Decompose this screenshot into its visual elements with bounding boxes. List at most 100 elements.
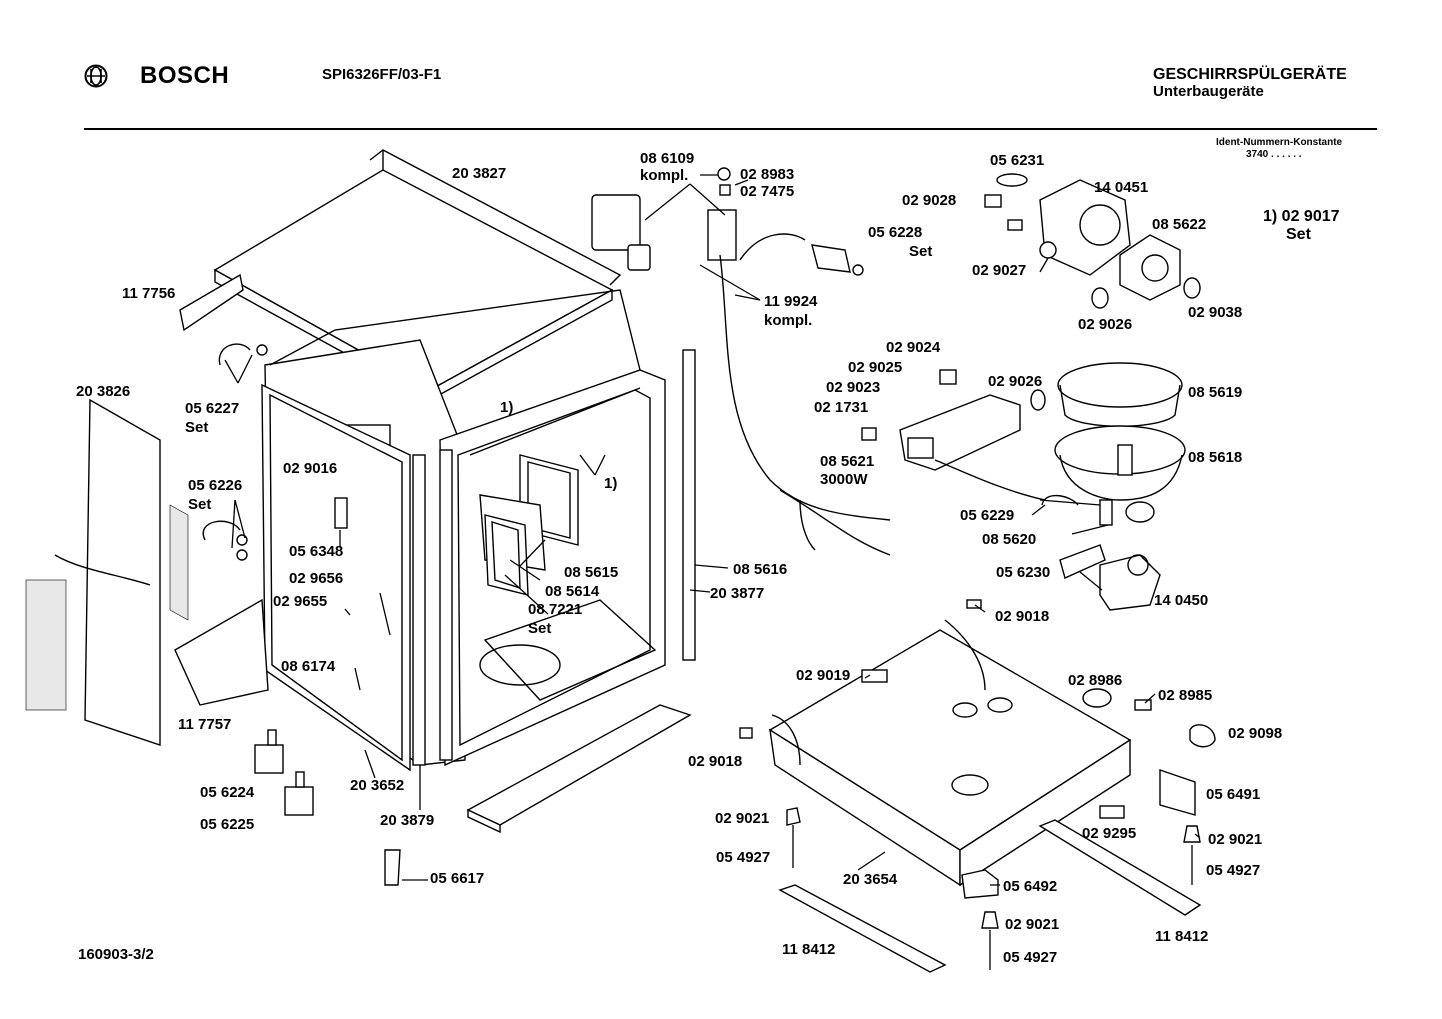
door-seal-strips — [412, 349, 696, 766]
label-02-8983: 02 8983 — [740, 166, 794, 183]
ident-constant: Ident-Nummern-Konstante 3740 . . . . . . — [1216, 137, 1342, 161]
label-02-9023: 02 9023 — [826, 379, 880, 396]
brand-name: BOSCH — [140, 62, 230, 89]
label-set-6226: Set — [188, 496, 211, 513]
label-08-5620: 08 5620 — [982, 531, 1036, 548]
label-set-6228: Set — [909, 243, 932, 260]
label-11-7756: 11 7756 — [122, 285, 175, 302]
label-02-9019: 02 9019 — [796, 667, 850, 684]
label-08-6174: 08 6174 — [281, 658, 336, 675]
mounting-brackets — [174, 273, 269, 706]
label-kompl-6109: kompl. — [640, 167, 688, 184]
label-20-3877: 20 3877 — [710, 585, 764, 602]
label-11-8412-right: 11 8412 — [1155, 928, 1208, 945]
label-02-9021-left: 02 9021 — [715, 810, 769, 827]
label-set-6227: Set — [185, 419, 208, 436]
label-05-6492: 05 6492 — [1003, 878, 1057, 895]
subcategory-name: Unterbaugeräte — [1153, 83, 1264, 100]
label-20-3879: 20 3879 — [380, 812, 434, 829]
label-02-9018-bottom: 02 9018 — [688, 753, 742, 770]
label-05-6224: 05 6224 — [200, 784, 255, 801]
heater-part — [861, 369, 1046, 501]
label-02-9025: 02 9025 — [848, 359, 902, 376]
label-05-6231: 05 6231 — [990, 152, 1044, 169]
document-number: 160903-3/2 — [78, 946, 154, 963]
label-11-7757: 11 7757 — [178, 716, 231, 733]
label-20-3652: 20 3652 — [350, 777, 404, 794]
label-14-0451: 14 0451 — [1094, 179, 1148, 196]
label-02-9021-bottom: 02 9021 — [1005, 916, 1059, 933]
label-02-9655: 02 9655 — [273, 593, 327, 610]
label-02-9018-top: 02 9018 — [995, 608, 1049, 625]
label-02-9021-right: 02 9021 — [1208, 831, 1262, 848]
label-02-9026-mid: 02 9026 — [988, 373, 1042, 390]
kick-plate-part — [466, 704, 692, 834]
label-05-6229: 05 6229 — [960, 507, 1014, 524]
label-02-1731: 02 1731 — [814, 399, 868, 416]
footnote-set: Set — [1286, 226, 1311, 243]
base-small-parts — [739, 599, 1216, 899]
label-05-6227: 05 6227 — [185, 400, 239, 417]
label-05-6491: 05 6491 — [1206, 786, 1260, 803]
label-02-7475: 02 7475 — [740, 183, 794, 200]
label-08-7221: 08 7221 — [528, 601, 582, 618]
footnote: 1) 02 9017 Set — [1263, 208, 1340, 244]
small-hoses — [202, 343, 268, 561]
side-panel-part — [25, 398, 189, 746]
label-20-3827: 20 3827 — [452, 165, 506, 182]
sump-assembly-part — [1041, 362, 1186, 526]
label-05-6226: 05 6226 — [188, 477, 242, 494]
label-02-9028: 02 9028 — [902, 192, 956, 209]
base-frame-part — [768, 619, 1132, 887]
circulation-pump-part — [984, 173, 1201, 309]
label-08-5614: 08 5614 — [545, 583, 600, 600]
label-footnote-ref-b: 1) — [604, 475, 617, 492]
label-set-7221: Set — [528, 620, 551, 637]
label-20-3826: 20 3826 — [76, 383, 130, 400]
drain-pump-part — [1059, 544, 1161, 611]
door-panel-part — [261, 383, 411, 772]
label-05-4927-bottom: 05 4927 — [1003, 949, 1057, 966]
label-08-5615: 08 5615 — [564, 564, 618, 581]
label-08-5622: 08 5622 — [1152, 216, 1206, 233]
label-02-9027: 02 9027 — [972, 262, 1026, 279]
model-number: SPI6326FF/03-F1 — [322, 66, 442, 83]
label-05-6230: 05 6230 — [996, 564, 1050, 581]
category-name: GESCHIRRSPÜLGERÄTE — [1153, 66, 1347, 83]
label-02-9024: 02 9024 — [886, 339, 941, 356]
label-05-4927-left: 05 4927 — [716, 849, 770, 866]
label-05-4927-right: 05 4927 — [1206, 862, 1260, 879]
inlet-valve-part — [591, 167, 737, 271]
category-title: GESCHIRRSPÜLGERÄTE Unterbaugeräte — [1153, 66, 1347, 100]
label-02-8985: 02 8985 — [1158, 687, 1212, 704]
drain-hose-part — [719, 233, 891, 556]
label-02-9295: 02 9295 — [1082, 825, 1136, 842]
hose-fitting-part — [811, 244, 864, 276]
label-05-6225: 05 6225 — [200, 816, 254, 833]
label-08-5621: 08 5621 — [820, 453, 874, 470]
label-05-6617: 05 6617 — [430, 870, 484, 887]
leader-lines — [224, 174, 1201, 886]
ident-label: Ident-Nummern-Konstante — [1216, 137, 1343, 148]
label-08-5618: 08 5618 — [1188, 449, 1242, 466]
label-08-5616: 08 5616 — [733, 561, 787, 578]
footnote-code: 1) 02 9017 — [1263, 208, 1340, 225]
label-02-9016: 02 9016 — [283, 460, 337, 477]
label-3000w: 3000W — [820, 471, 868, 488]
label-11-9924: 11 9924 — [764, 293, 818, 310]
label-08-5619: 08 5619 — [1188, 384, 1242, 401]
label-footnote-ref-a: 1) — [500, 399, 513, 416]
label-05-6348: 05 6348 — [289, 543, 343, 560]
label-11-8412-left: 11 8412 — [782, 941, 835, 958]
feet-and-screws — [778, 807, 1202, 973]
label-05-6228: 05 6228 — [868, 224, 922, 241]
label-02-9038: 02 9038 — [1188, 304, 1242, 321]
bosch-logo-icon — [84, 64, 108, 88]
label-02-9098: 02 9098 — [1228, 725, 1282, 742]
filter-screens — [479, 454, 579, 596]
label-kompl-9924: kompl. — [764, 312, 812, 329]
ident-value: 3740 . . . . . . — [1246, 149, 1302, 160]
label-08-6109: 08 6109 — [640, 150, 694, 167]
label-02-8986: 02 8986 — [1068, 672, 1122, 689]
